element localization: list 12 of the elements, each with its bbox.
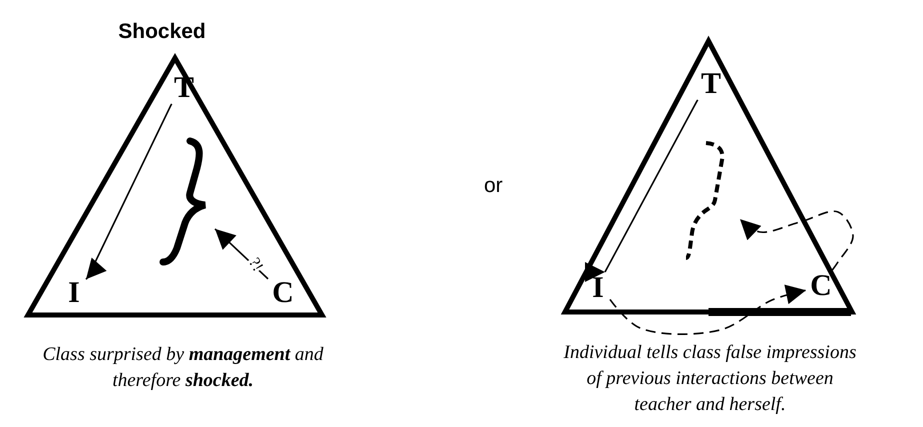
- arrow: [214, 228, 269, 280]
- vertex-label: C: [809, 270, 833, 302]
- connector-word: or: [484, 174, 504, 198]
- arrow: [85, 104, 172, 280]
- vertex-label: I: [67, 277, 81, 309]
- vertex-label: T: [700, 68, 722, 100]
- heading: Shocked: [118, 20, 206, 44]
- vertex-label: C: [271, 277, 295, 309]
- caption: Class surprised by management and therefore shocked.: [42, 343, 324, 393]
- dashed-arrow: [739, 210, 854, 270]
- caption: Individual tells class false impressions of previous interactions between teacher and herself.: [562, 341, 858, 417]
- vertex-label: I: [591, 272, 605, 304]
